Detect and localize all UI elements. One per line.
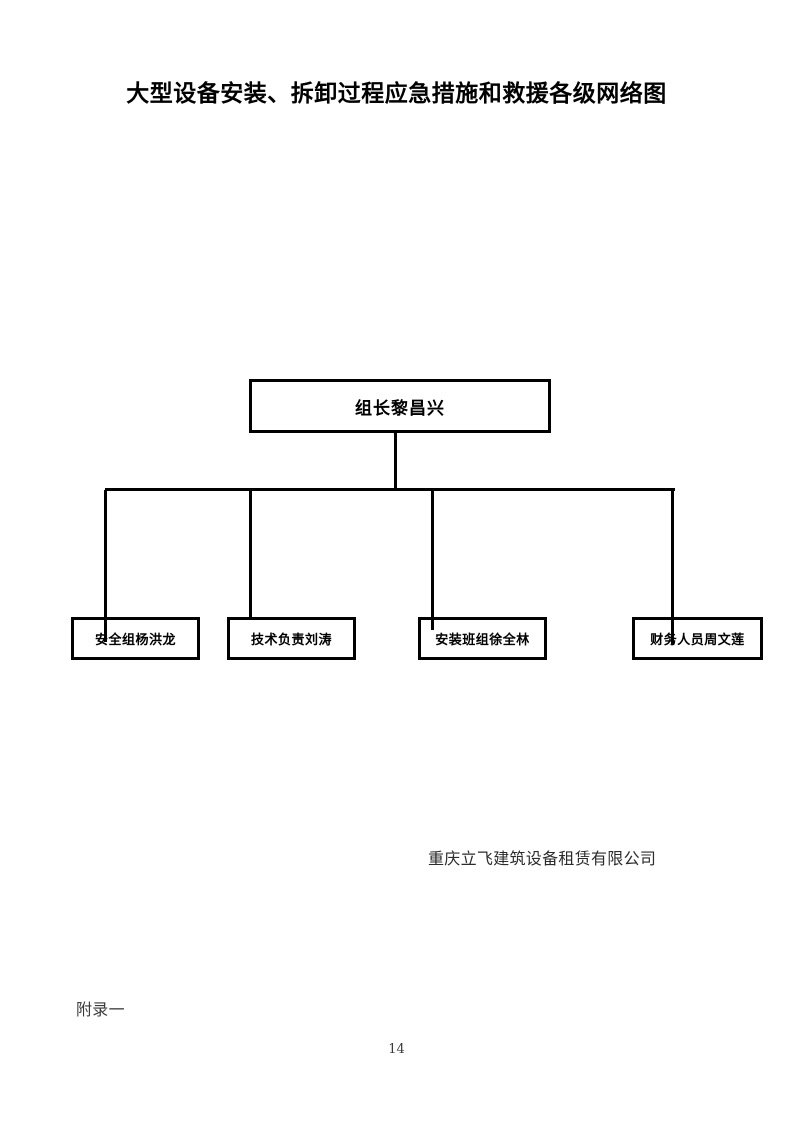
- connector-drop-3: [431, 490, 434, 630]
- org-node-technical-lead: 技术负责刘涛: [227, 617, 356, 660]
- page-number: 14: [388, 1042, 405, 1057]
- org-node-root: 组长黎昌兴: [249, 379, 551, 433]
- org-node-installation-team: 安装班组徐全林: [418, 617, 547, 660]
- connector-drop-2: [249, 490, 252, 619]
- connector-horizontal-bus: [105, 488, 675, 491]
- org-node-finance-staff: 财务人员周文莲: [632, 617, 763, 660]
- company-name: 重庆立飞建筑设备租赁有限公司: [428, 849, 657, 868]
- appendix-label: 附录一: [76, 1000, 125, 1019]
- connector-root-stem: [394, 433, 397, 490]
- org-node-safety-group: 安全组杨洪龙: [71, 617, 200, 660]
- page-title: 大型设备安装、拆卸过程应急措施和救援各级网络图: [126, 81, 667, 107]
